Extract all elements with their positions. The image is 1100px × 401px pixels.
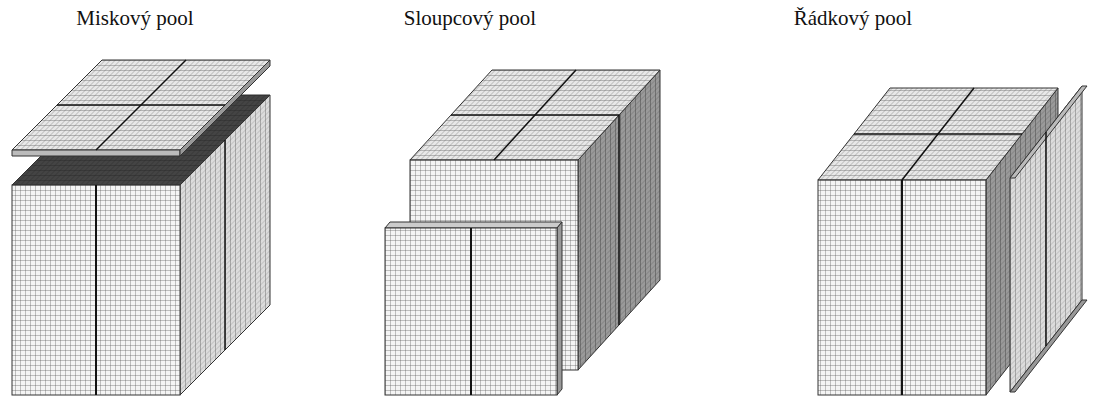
pool-title: Sloupcový pool xyxy=(404,6,536,31)
pool-title: Řádkový pool xyxy=(794,6,912,31)
pool-title: Miskový pool xyxy=(76,6,193,31)
cube-column-pool xyxy=(385,70,660,395)
cube-row-pool xyxy=(818,86,1087,395)
cube-bowl-pool xyxy=(12,60,270,395)
